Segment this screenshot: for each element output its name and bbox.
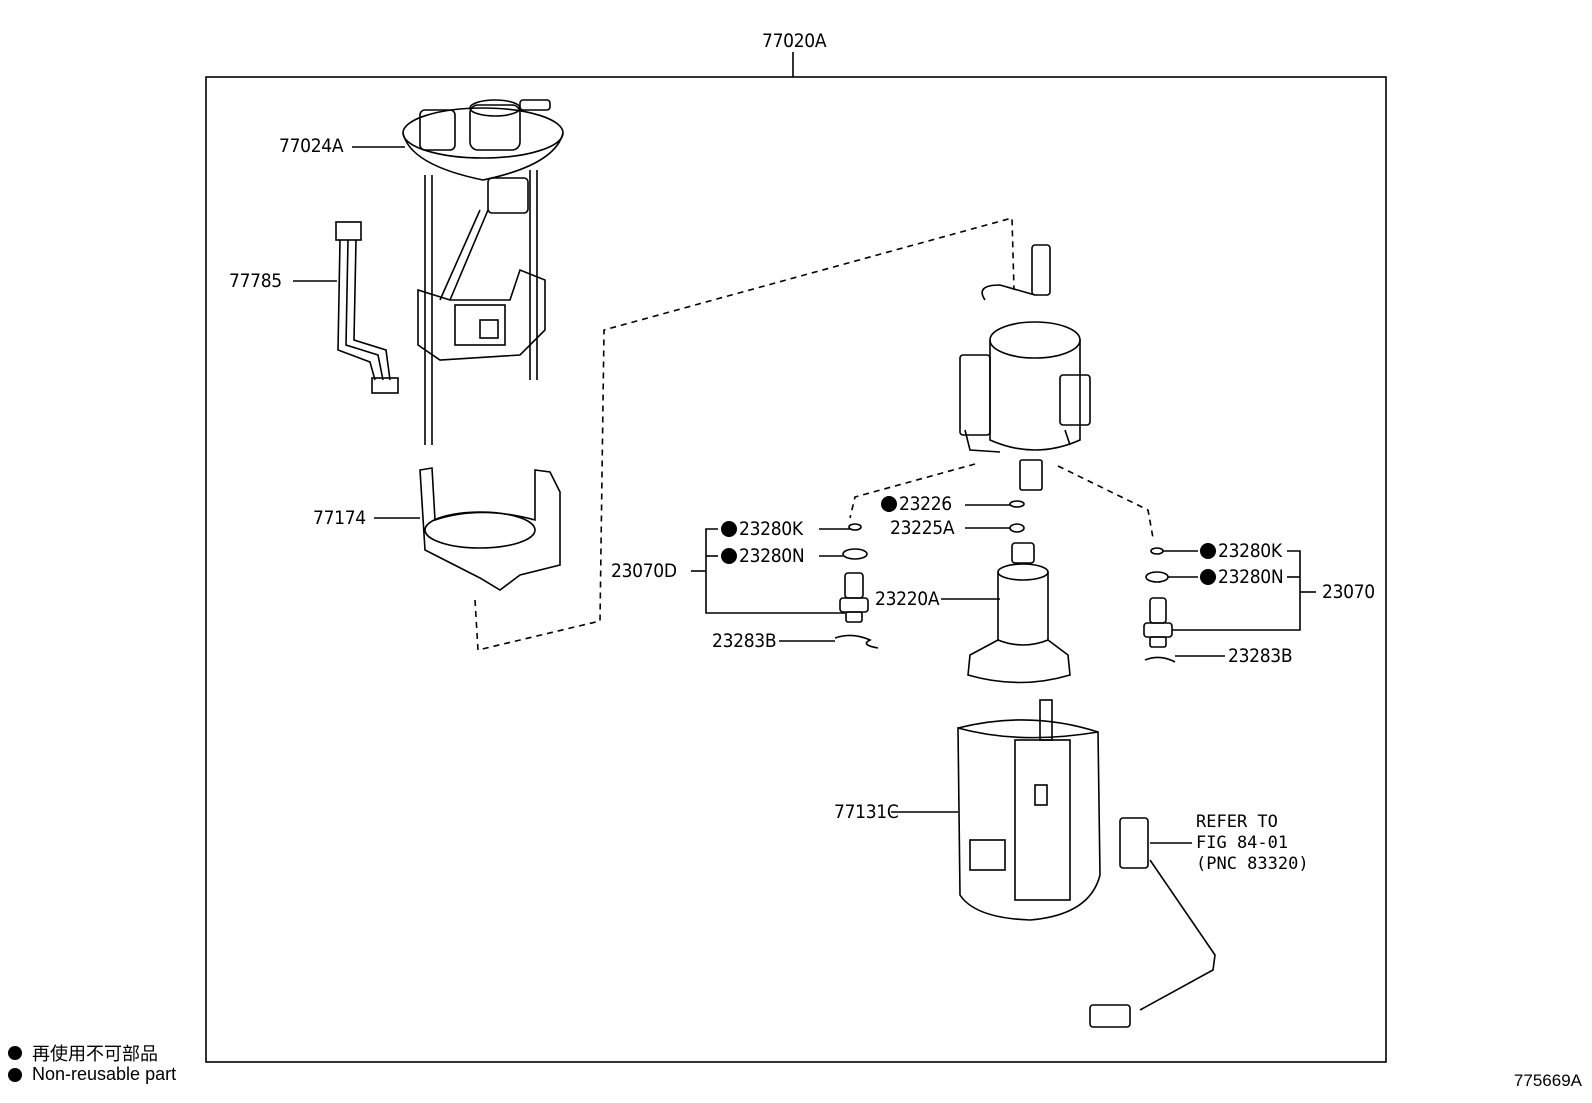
fuel-pump-23220A	[967, 542, 1071, 684]
figure-code: 775669A	[1513, 1071, 1582, 1090]
label-77785: 77785	[229, 270, 282, 292]
non-reusable-marker	[1200, 569, 1216, 585]
label-assembly: 77020A	[762, 30, 827, 52]
non-reusable-marker	[881, 496, 897, 512]
assembly-frame	[205, 76, 1387, 1063]
fuel-pump-module	[959, 244, 1091, 491]
non-reusable-marker	[721, 521, 737, 537]
label-23220A: 23220A	[875, 588, 940, 610]
o-ring-large-right	[1145, 571, 1169, 583]
o-ring-23226	[1009, 500, 1025, 508]
label-77024A: 77024A	[279, 135, 344, 157]
label-23070D: 23070D	[611, 560, 677, 582]
label-23070: 23070	[1322, 581, 1375, 603]
non-reusable-marker	[721, 548, 737, 564]
legend-jp: 再使用不可部品	[8, 1040, 158, 1066]
non-reusable-marker	[1200, 543, 1216, 559]
label-23280K-right: 23280K	[1218, 540, 1283, 562]
gasket-23225A	[1009, 523, 1025, 533]
label-23280N-right: 23280N	[1218, 566, 1283, 588]
o-ring-large-left	[842, 548, 868, 560]
label-23280N-left: 23280N	[739, 545, 804, 567]
o-ring-small-left	[848, 523, 862, 531]
label-23280K-left: 23280K	[739, 518, 804, 540]
o-ring-small-right	[1150, 547, 1164, 555]
label-77131C: 77131C	[834, 801, 899, 823]
legend-dot-icon	[8, 1046, 22, 1060]
legend-en: Non-reusable part	[8, 1064, 176, 1085]
refer-line-1: REFER TO	[1196, 812, 1278, 832]
canister-77131C	[957, 699, 1101, 921]
fuel-sender-top-assembly	[402, 99, 564, 445]
legend-en-text: Non-reusable part	[32, 1064, 177, 1084]
valve-right	[1143, 597, 1176, 663]
label-23283B-right: 23283B	[1228, 645, 1292, 667]
label-23283B-left: 23283B	[712, 630, 776, 652]
label-23225A: 23225A	[890, 517, 955, 539]
sender-gauge-arm	[1089, 817, 1216, 1028]
valve-left	[834, 572, 879, 649]
bracket-cup	[419, 467, 561, 591]
legend-jp-text: 再使用不可部品	[32, 1044, 158, 1064]
dashed-connectors	[474, 216, 1154, 651]
refer-line-3: (PNC 83320)	[1196, 854, 1309, 874]
legend-dot-icon	[8, 1067, 22, 1082]
leader-lines	[293, 146, 1316, 844]
wire-harness	[335, 221, 399, 394]
label-23226: 23226	[899, 493, 952, 515]
refer-line-2: FIG 84-01	[1196, 833, 1288, 853]
label-77174: 77174	[313, 507, 366, 529]
